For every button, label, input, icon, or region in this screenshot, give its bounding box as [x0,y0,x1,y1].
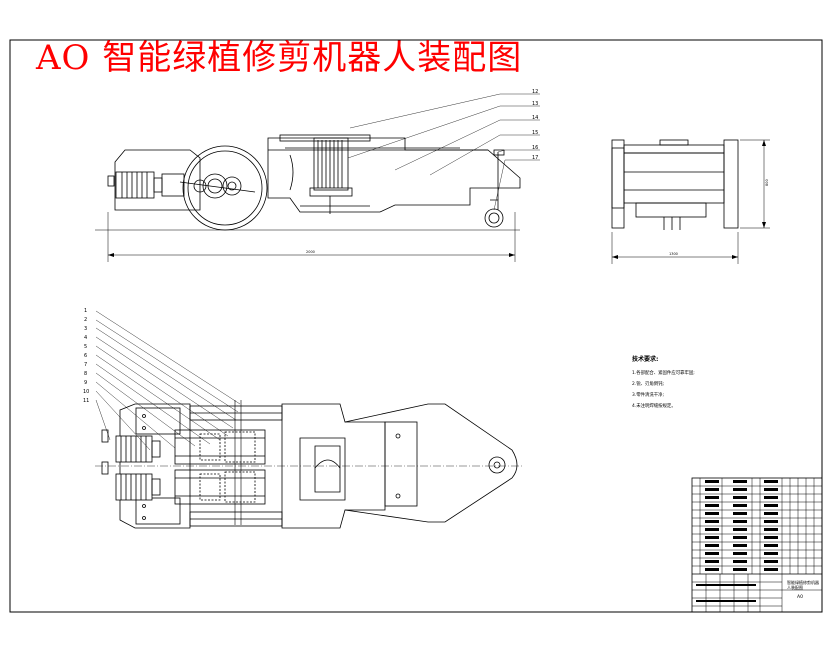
balloon-5: 5 [84,344,87,350]
side-view [95,93,540,262]
drawing-title: AO 智能绿植修剪机器人装配图 [36,38,523,78]
balloon-labels-left: 1 2 3 4 5 6 7 8 9 10 11 [83,308,89,404]
balloon-10: 10 [83,389,89,395]
balloon-17: 17 [532,155,538,161]
parts-list-hatching [696,480,778,602]
tech-requirement-1: 1.各部配合、紧固件应可靠牢固; [632,371,695,376]
balloon-13: 13 [532,101,538,107]
balloon-14: 14 [532,115,538,121]
balloon-2: 2 [84,317,87,323]
tech-requirements-heading: 技术要求: [632,356,659,363]
balloon-1: 1 [84,308,87,314]
balloon-9: 9 [84,380,87,386]
drawing-border [9,39,823,613]
dim-side-length: 2000 [306,250,315,254]
plan-view [95,310,522,529]
title-block-drawing-number: A0 [797,595,803,600]
tech-requirement-3: 3.零件清洗干净; [632,393,665,398]
end-view [611,139,770,264]
tech-requirement-2: 2.锐、刃角倒钝; [632,382,665,387]
balloon-4: 4 [84,335,87,341]
balloon-8: 8 [84,371,87,377]
balloon-6: 6 [84,353,87,359]
balloon-7: 7 [84,362,87,368]
balloon-11: 11 [83,398,89,404]
balloon-labels-top: 12 13 14 15 16 17 [532,89,538,161]
title-block-drawing-name: 智能绿植修剪机器人装配图 [787,580,819,590]
tech-requirement-4: 4.未注明焊缝按规定。 [632,404,676,409]
balloon-3: 3 [84,326,87,332]
balloon-12: 12 [532,89,538,95]
dimension-labels: 2000 1300 800 [306,179,769,256]
parts-list-title-block [691,477,823,613]
dim-end-width: 1300 [669,252,678,256]
balloon-16: 16 [532,145,538,151]
dim-end-height: 800 [765,179,769,186]
balloon-15: 15 [532,130,538,136]
